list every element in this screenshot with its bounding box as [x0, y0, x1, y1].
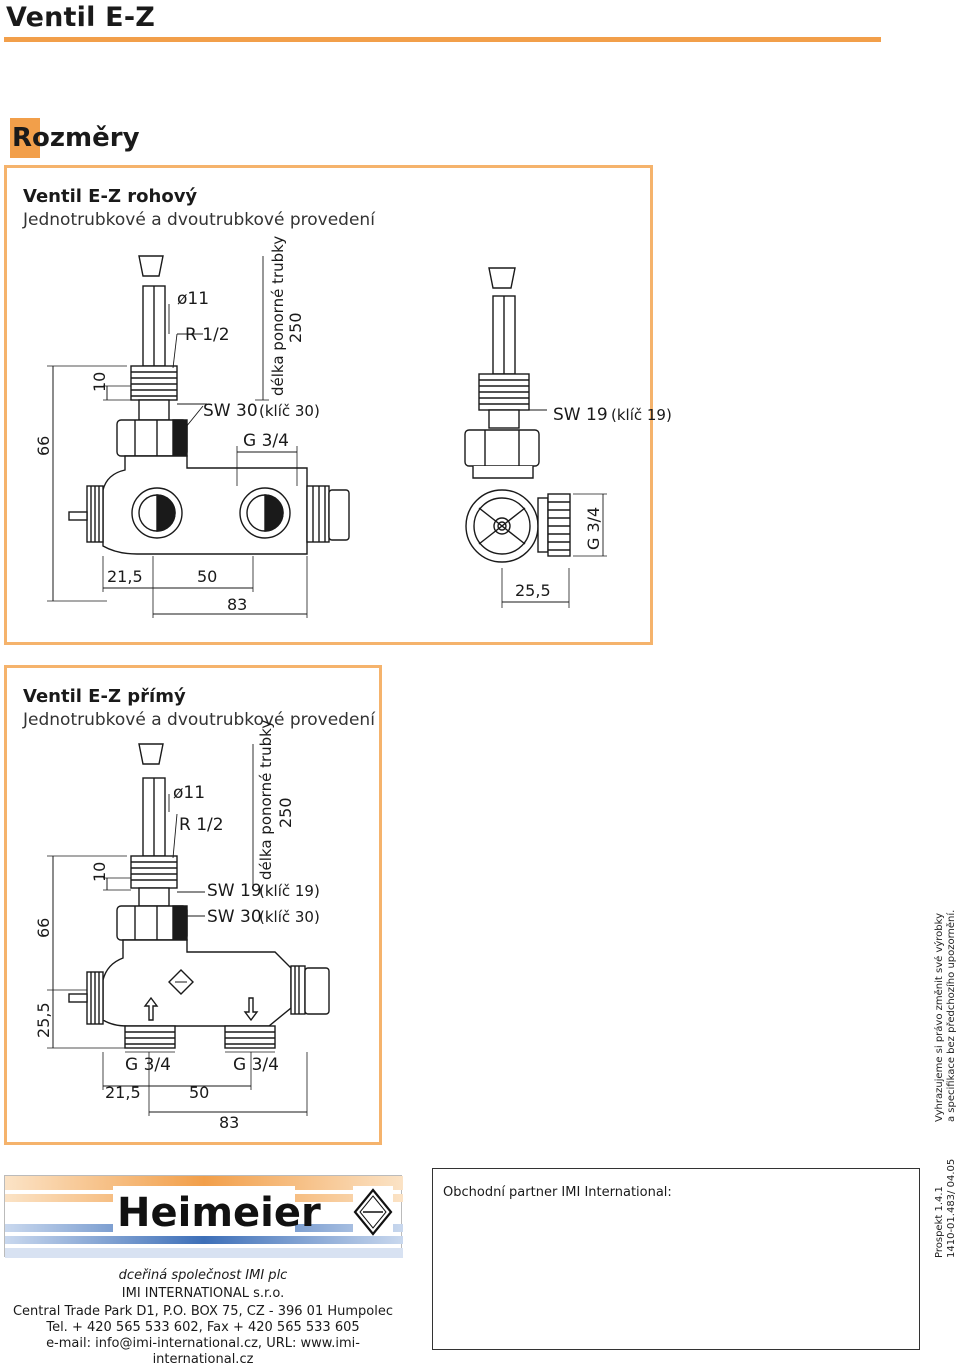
page-title: Ventil E-Z	[6, 2, 155, 33]
straight-valve-drawing: ø11 R 1/2 délka ponorné trubky 250 10 66…	[34, 720, 330, 1132]
disclaimer-line-1: Vyhrazujeme si právo změnit své výrobky	[934, 913, 945, 1122]
company-line-1: dceřiná společnost IMI plc	[118, 1268, 288, 1283]
partner-label: Obchodní partner IMI International:	[443, 1185, 672, 1200]
dim-sw30: SW 30	[207, 907, 262, 927]
disclaimer-notice: Vyhrazujeme si právo změnit své výrobky …	[934, 910, 958, 1122]
dim-sw19: SW 19	[207, 881, 262, 901]
partner-box: Obchodní partner IMI International:	[432, 1168, 920, 1350]
title-rule	[4, 37, 881, 42]
dim-d11: ø11	[177, 289, 209, 309]
heimeier-logo-graphic: Heimeier	[5, 1176, 403, 1258]
company-line-2: IMI INTERNATIONAL s.r.o.	[121, 1286, 285, 1301]
dim-sw19: SW 19	[553, 405, 608, 425]
disclaimer-line-2: a specifikace bez předchozího upozornění…	[946, 909, 957, 1122]
angle-valve-subtitle: Jednotrubkové a dvoutrubkové provedení	[23, 210, 375, 230]
dim-klic19: (klíč 19)	[611, 406, 672, 424]
dim-h66: 66	[34, 436, 53, 456]
angle-valve-drawing: ø11 R 1/2 délka ponorné trubky 250 10 66…	[34, 236, 672, 618]
dim-w83: 83	[227, 595, 247, 614]
dim-g34b: G 3/4	[584, 507, 603, 550]
dim-g34b: G 3/4	[233, 1055, 279, 1075]
prospekt-label: Prospekt 1.4.1	[934, 1186, 945, 1258]
heimeier-logo: Heimeier	[4, 1175, 403, 1258]
dim-w215: 21,5	[107, 567, 143, 586]
dim-h10: 10	[90, 862, 109, 882]
dim-250: 250	[276, 797, 295, 828]
company-line-3: Central Trade Park D1, P.O. BOX 75, CZ -…	[12, 1304, 393, 1319]
angle-valve-panel: Ventil E-Z rohový Jednotrubkové a dvoutr…	[4, 165, 672, 645]
prospekt-code: 1410-01.483/ 04.05	[946, 1158, 957, 1258]
dim-w50: 50	[189, 1083, 209, 1102]
section-heading: Rozměry	[10, 118, 140, 158]
dim-250: 250	[286, 312, 305, 343]
straight-valve-panel: Ventil E-Z přímý Jednotrubkové a dvoutru…	[4, 665, 382, 1145]
company-info: dceřiná společnost IMI plc IMI INTERNATI…	[4, 1268, 402, 1368]
dim-g34a: G 3/4	[243, 431, 289, 451]
dim-r12: R 1/2	[179, 815, 224, 835]
dim-klic30: (klíč 30)	[259, 908, 320, 926]
company-line-4: Tel. + 420 565 533 602, Fax + 420 565 53…	[46, 1320, 360, 1335]
dim-d11: ø11	[173, 783, 205, 803]
dim-h66: 66	[34, 918, 53, 938]
straight-valve-subtitle: Jednotrubkové a dvoutrubkové provedení	[23, 710, 375, 730]
company-line-5: e-mail: info@imi-international.cz, URL: …	[46, 1336, 360, 1367]
dim-w83: 83	[219, 1113, 239, 1132]
brand-name: Heimeier	[117, 1190, 321, 1236]
dim-sw30: SW 30	[203, 401, 258, 421]
section-heading-text: Rozměry	[12, 123, 140, 153]
dim-g34a: G 3/4	[125, 1055, 171, 1075]
dim-w255: 25,5	[515, 581, 551, 600]
heading-accent	[10, 118, 40, 158]
dim-r12: R 1/2	[185, 325, 230, 345]
prospekt-info: Prospekt 1.4.1 1410-01.483/ 04.05	[934, 1159, 958, 1258]
dim-w215: 21,5	[105, 1083, 141, 1102]
angle-valve-title: Ventil E-Z rohový	[23, 186, 198, 207]
dim-w50: 50	[197, 567, 217, 586]
straight-valve-title: Ventil E-Z přímý	[23, 686, 186, 707]
dim-len: délka ponorné trubky	[257, 720, 275, 880]
dim-h10: 10	[90, 372, 109, 392]
dim-klic30: (klíč 30)	[259, 402, 320, 420]
dim-len: délka ponorné trubky	[269, 236, 287, 396]
dim-klic19: (klíč 19)	[259, 882, 320, 900]
dim-h255: 25,5	[34, 1002, 53, 1038]
